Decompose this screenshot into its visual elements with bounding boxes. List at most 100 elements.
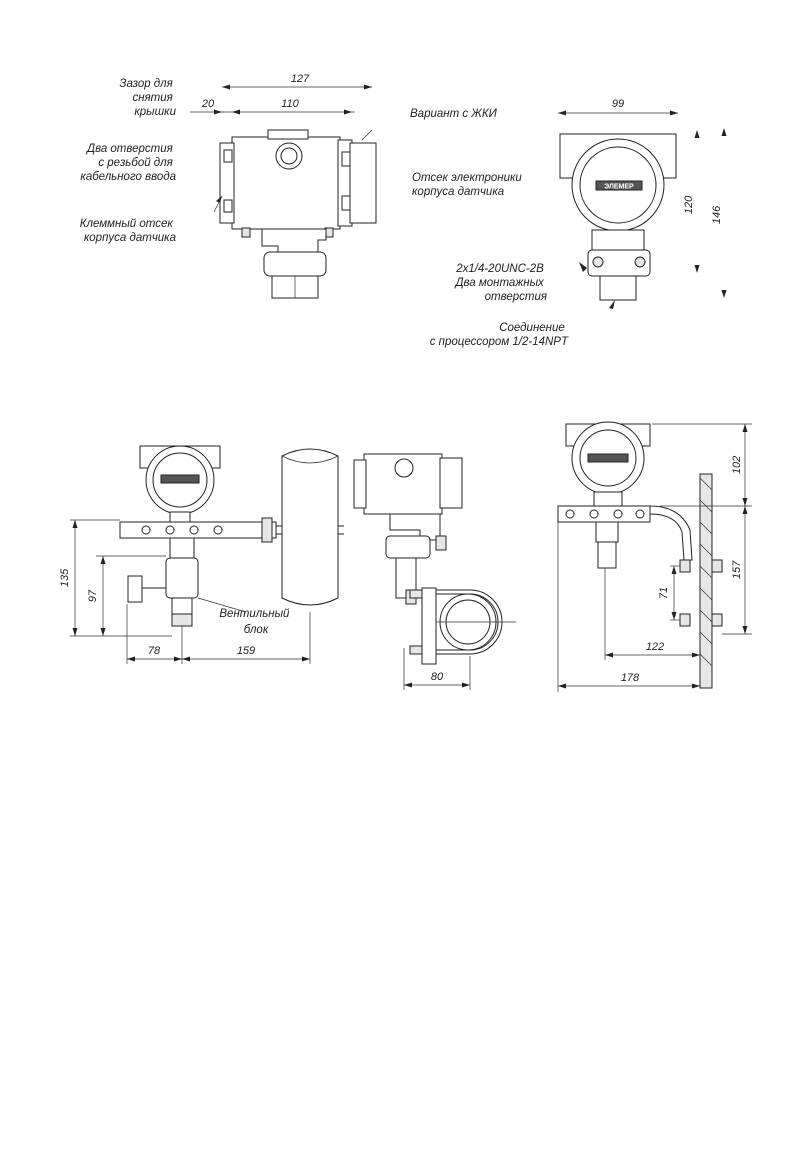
cover-rib [341, 151, 351, 167]
lcd-nameplate [595, 180, 643, 191]
pipe-mount-view: Вентильный блок 135 97 78 159 [59, 445, 344, 664]
lcd-brand-text: ЭЛЕМЕР [604, 184, 634, 191]
arrow-head [100, 556, 106, 564]
mounting-holes-label: 2x1/4-20UNC-2B Два монтажных отверстия [453, 263, 547, 303]
dim-157: 157 [731, 560, 743, 579]
dim-102: 102 [731, 456, 743, 474]
bracket-hole [165, 525, 175, 535]
ps-cable-entry [394, 458, 414, 478]
front-view-lcd: Вариант с ЖКИ Отсек электроники корпуса … [410, 98, 727, 348]
wall-hatch [699, 565, 713, 579]
dim-99: 99 [612, 98, 624, 110]
arrow-head [692, 652, 700, 658]
dim-110: 110 [281, 98, 299, 110]
arrow-head [605, 652, 613, 658]
arrow-head [100, 628, 106, 636]
side-view-transmitter: Зазор для снятия крышки Два отверстия с … [80, 73, 377, 299]
arrow-head [742, 498, 748, 506]
wall-bolt [711, 559, 723, 573]
lcd-neck [591, 229, 645, 253]
arrow-head [742, 506, 748, 514]
wall-hatch [699, 543, 713, 557]
wm-connector [595, 521, 619, 543]
wall-hatch [699, 587, 713, 601]
ps-sensor-module [385, 535, 431, 559]
dim-127: 127 [291, 73, 310, 85]
pm-clamp-nut [261, 517, 273, 543]
ps-nut [409, 645, 423, 655]
dim-78: 78 [148, 645, 161, 657]
terminal-compartment-label: Клеммный отсек корпуса датчика [80, 218, 176, 244]
dim-97: 97 [87, 589, 99, 602]
wall-hatch [699, 653, 713, 667]
ps-left-cover [353, 459, 367, 509]
wm-wall [699, 473, 713, 689]
lcd-variant-label: Вариант с ЖКИ [410, 108, 498, 120]
arrow-head [462, 682, 470, 688]
arrow-head [222, 84, 230, 90]
arrow-head [182, 656, 190, 662]
dim-20: 20 [201, 98, 215, 110]
dim-178: 178 [621, 672, 640, 684]
dim-159: 159 [237, 645, 255, 657]
ps-bolt [435, 535, 447, 551]
bracket-hole [589, 509, 599, 519]
mounting-hole [592, 256, 604, 268]
bracket-hole [565, 509, 575, 519]
wm-neck [593, 491, 623, 507]
ps-bracket [421, 587, 437, 665]
arrow-head [404, 682, 412, 688]
bracket-hole [141, 525, 151, 535]
pm-pipe [281, 448, 339, 606]
wall-bolt [679, 559, 691, 573]
wall-hatch [699, 609, 713, 623]
pm-valve-lower [171, 597, 193, 615]
dim-80: 80 [431, 671, 444, 683]
dim-135: 135 [59, 568, 71, 587]
process-connection-label: Соединение с процессором 1/2-14NPT [430, 322, 569, 348]
wall-mount-view: 102 157 71 122 178 [557, 421, 752, 692]
pm-connector [169, 537, 195, 559]
cable-holes-label: Два отверстия с резьбой для кабельного в… [80, 143, 176, 183]
arrow-head [721, 290, 727, 298]
arrow-head [344, 109, 352, 115]
cover-rib [223, 149, 233, 163]
cover-rib [223, 199, 233, 213]
arrow-head [694, 265, 700, 273]
bracket-hole [213, 525, 223, 535]
arrow-head [694, 130, 700, 138]
dim-122: 122 [646, 641, 664, 653]
arrow-head [579, 262, 587, 272]
bracket-hole [189, 525, 199, 535]
ps-right-cover [439, 457, 463, 509]
wm-nameplate [587, 453, 629, 463]
bracket-hole [635, 509, 645, 519]
bracket-hole [613, 509, 623, 519]
cover-rib [341, 195, 351, 211]
wm-valve [597, 541, 617, 569]
mounting-hole [634, 256, 646, 268]
arrow-head [232, 109, 240, 115]
pipe-top-ellipse [281, 455, 339, 464]
dim-71: 71 [658, 587, 670, 599]
pm-nameplate [160, 474, 200, 484]
arrow-head [692, 683, 700, 689]
arrow-head [721, 128, 727, 136]
pipe-side-view: 80 [353, 453, 516, 690]
arrow-head [72, 628, 78, 636]
housing-top-boss [267, 129, 309, 140]
arrow-head [671, 612, 677, 620]
arrow-head [216, 196, 222, 203]
arrow-head [127, 656, 135, 662]
cover-clearance-label: Зазор для снятия крышки [119, 78, 176, 118]
arrow-head [214, 109, 222, 115]
sensor-module [263, 251, 327, 277]
valve-block-label: Вентильный блок [219, 608, 292, 636]
arrow-head [558, 110, 566, 116]
arrow-head [742, 424, 748, 432]
leader-valve-block [197, 597, 247, 613]
cable-entry-inner [280, 147, 298, 165]
arrow-head [742, 626, 748, 634]
arrow-head [72, 520, 78, 528]
